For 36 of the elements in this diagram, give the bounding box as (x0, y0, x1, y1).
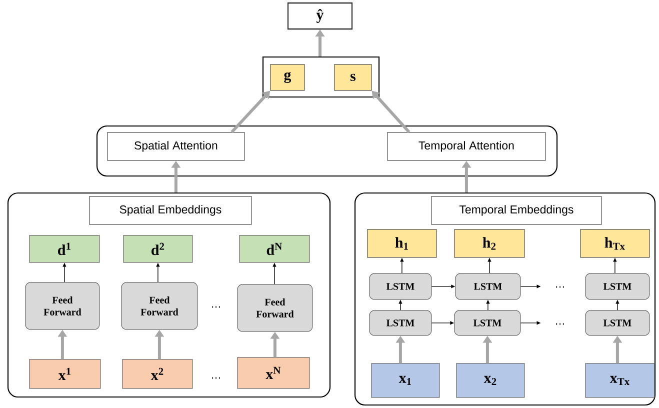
group-box (354, 192, 656, 406)
input-box: x$_{1}$ (371, 363, 440, 398)
input-box: x$^{2}$ (122, 359, 193, 389)
ellipsis: … (212, 377, 220, 379)
embedding-box: d$^{2}$ (123, 235, 193, 263)
lstm-box: LSTM (455, 273, 521, 300)
hidden-state-box: h$_{Tx}$ (580, 229, 650, 258)
label-box: Temporal Attention (387, 132, 546, 161)
input-box: x$_{Tx}$ (585, 363, 655, 398)
output-box: s (334, 64, 372, 91)
lstm-box: LSTM (369, 273, 432, 300)
process-box: Feed Forward (237, 284, 313, 332)
label-box: Spatial Embeddings (89, 196, 252, 225)
group-box (7, 192, 331, 398)
lstm-box: LSTM (454, 310, 521, 336)
hidden-state-box: h$_{1}$ (367, 229, 437, 258)
embedding-box: d$^{1}$ (29, 235, 100, 263)
ellipsis: … (212, 306, 220, 308)
input-box: x$^{1}$ (29, 359, 101, 389)
process-box: Feed Forward (25, 282, 100, 330)
output-box: ŷ (288, 2, 352, 30)
ellipsis: … (556, 323, 564, 325)
hidden-state-box: h$_{2}$ (454, 229, 525, 258)
input-box: x$_{2}$ (456, 363, 525, 398)
lstm-box: LSTM (369, 310, 432, 336)
label-box: Spatial Attention (107, 132, 245, 161)
embedding-box: d$^{N}$ (239, 235, 310, 263)
lstm-box: LSTM (585, 310, 650, 336)
lstm-box: LSTM (585, 273, 650, 300)
ellipsis: … (556, 286, 564, 288)
input-box: x$^{N}$ (237, 357, 310, 389)
process-box: Feed Forward (121, 282, 198, 330)
output-box: g (270, 64, 305, 91)
group-box (96, 125, 558, 177)
label-box: Temporal Embeddings (431, 196, 602, 225)
group-box (262, 56, 380, 98)
